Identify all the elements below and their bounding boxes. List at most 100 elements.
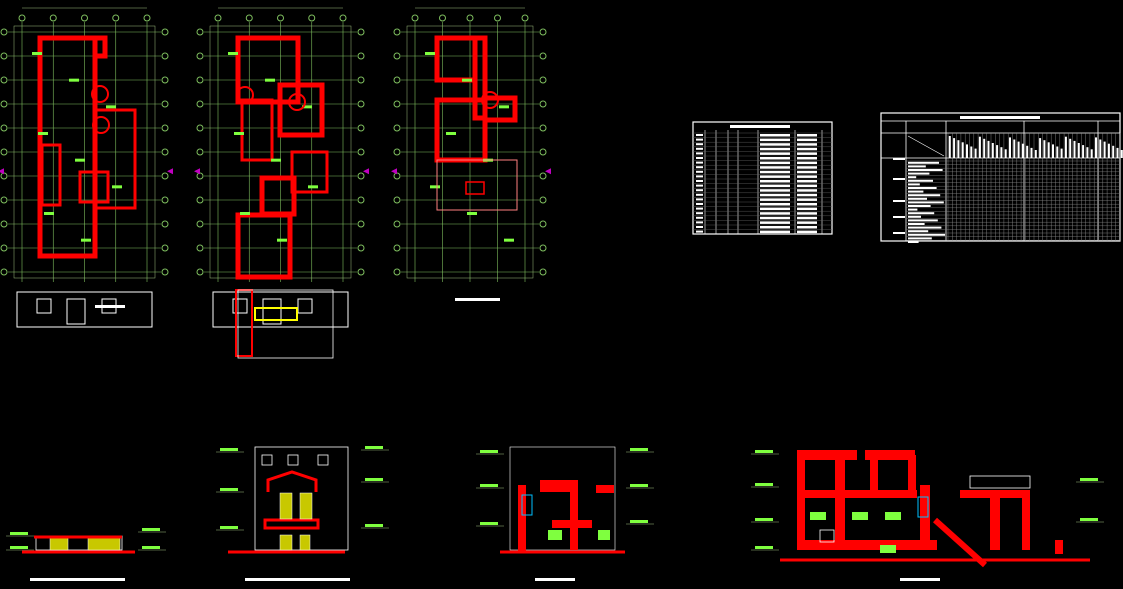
axis-bubble xyxy=(539,28,547,36)
cell xyxy=(797,157,817,160)
wall xyxy=(235,212,293,280)
header-text xyxy=(983,138,986,158)
header-text xyxy=(1043,140,1046,158)
cut-wall xyxy=(596,485,614,493)
axis-bubble xyxy=(161,220,169,228)
header-text xyxy=(1047,142,1050,158)
furniture xyxy=(880,545,896,553)
cut-wall xyxy=(552,520,592,528)
door xyxy=(66,298,86,325)
axis-bubble xyxy=(357,220,365,228)
axis-bubble xyxy=(161,244,169,252)
axis-bubble xyxy=(277,14,284,22)
axis-bubble xyxy=(393,100,401,108)
cell xyxy=(797,193,817,197)
drawing-title xyxy=(535,578,575,581)
axis-bubble xyxy=(196,28,204,36)
axis-bubble xyxy=(357,148,365,156)
cell xyxy=(908,179,933,182)
window xyxy=(317,454,329,466)
axis-bubble xyxy=(196,100,204,108)
cell xyxy=(797,180,817,183)
axis-bubble xyxy=(357,172,365,180)
cell xyxy=(760,175,790,178)
cell xyxy=(797,216,817,220)
axis-bubble xyxy=(81,14,88,22)
room-label xyxy=(32,52,42,55)
cell xyxy=(696,180,703,182)
axis-bubble xyxy=(539,196,547,204)
door xyxy=(262,298,282,325)
room-label xyxy=(240,212,250,215)
cell xyxy=(760,157,790,160)
axis-marker-icon xyxy=(363,168,369,175)
header-text xyxy=(1086,147,1089,158)
axis-bubble xyxy=(539,76,547,84)
cell xyxy=(797,175,817,178)
axis-bubble xyxy=(393,220,401,228)
cell xyxy=(760,143,790,146)
axis-bubble xyxy=(161,172,169,180)
cell xyxy=(797,198,817,201)
cell xyxy=(908,212,935,215)
level-mark xyxy=(480,484,498,487)
section-outline xyxy=(509,446,616,551)
axis-bubble xyxy=(539,268,547,276)
room-label xyxy=(106,105,116,109)
room-label xyxy=(467,212,477,215)
level-mark xyxy=(755,546,773,549)
cell xyxy=(797,221,817,224)
axis-bubble xyxy=(18,14,26,22)
furniture xyxy=(885,512,901,520)
axis-bubble xyxy=(0,124,8,132)
axis-bubble xyxy=(339,14,347,22)
row-header xyxy=(893,200,905,202)
room-label xyxy=(308,185,318,189)
roof-railing xyxy=(969,475,1031,489)
axis-bubble xyxy=(161,52,169,60)
door-window-schedule-table xyxy=(692,121,833,235)
cut-wall xyxy=(1022,495,1030,550)
cut-wall xyxy=(518,485,526,552)
header-text xyxy=(1017,141,1020,158)
axis-bubble xyxy=(0,196,8,204)
cell xyxy=(908,161,939,164)
axis-bubble xyxy=(357,268,365,276)
room-label xyxy=(112,185,122,189)
room-label xyxy=(499,105,509,109)
cell xyxy=(797,161,817,165)
cell xyxy=(908,219,938,222)
axis-bubble xyxy=(521,14,529,22)
furniture xyxy=(548,530,562,540)
furniture xyxy=(852,512,868,520)
axis-bubble xyxy=(0,28,8,36)
level-mark xyxy=(630,520,648,523)
axis-bubble xyxy=(196,268,204,276)
wall xyxy=(37,35,98,259)
header-text xyxy=(1064,136,1067,158)
cut-wall xyxy=(990,495,1000,550)
cell xyxy=(760,166,790,169)
wall xyxy=(277,82,325,138)
header-text xyxy=(1095,137,1097,158)
pediment xyxy=(266,470,318,492)
cell xyxy=(797,143,817,146)
glass xyxy=(917,496,929,518)
axis-marker-icon xyxy=(391,168,397,175)
cell xyxy=(696,138,703,141)
row-header xyxy=(893,232,905,234)
cut-wall xyxy=(540,480,570,492)
cell xyxy=(760,152,790,155)
axis-marker-icon xyxy=(545,168,551,175)
table-border xyxy=(692,121,833,235)
axis-bubble xyxy=(539,148,547,156)
level-mark xyxy=(755,483,773,486)
axis-bubble xyxy=(357,100,365,108)
cell xyxy=(696,152,703,155)
cut-wall xyxy=(908,455,916,495)
drawing-title xyxy=(30,578,125,581)
level-mark xyxy=(630,448,648,451)
cell xyxy=(696,198,703,201)
dimension-frame xyxy=(406,25,534,279)
